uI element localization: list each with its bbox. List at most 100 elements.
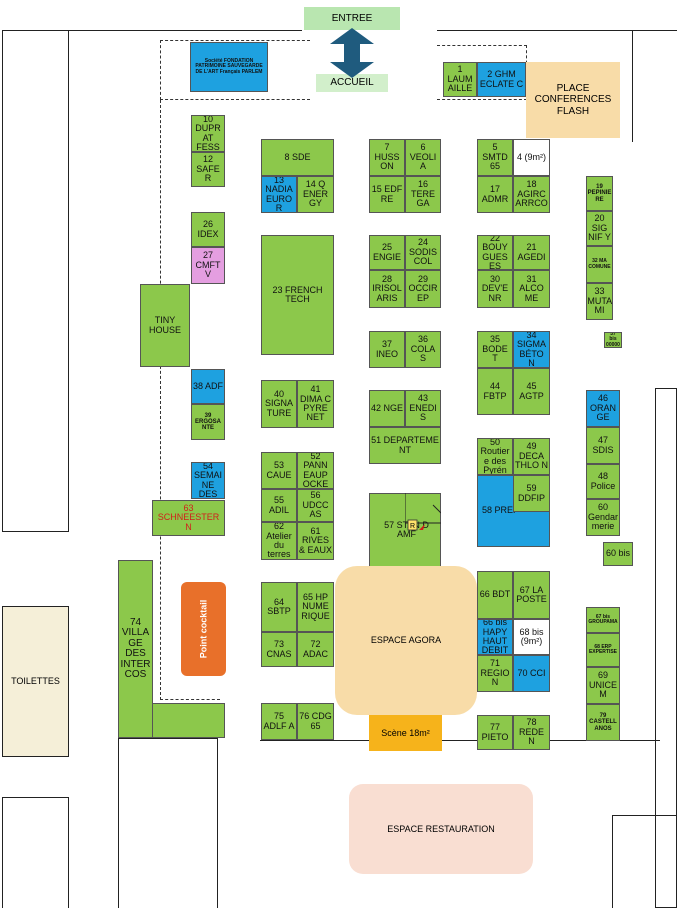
booth-61[interactable]: 61 RIVES & EAUX	[297, 522, 334, 560]
svg-text:R: R	[410, 523, 415, 530]
dashed-top-left	[160, 40, 310, 100]
booth-64[interactable]: 64 SBTP	[261, 582, 297, 632]
restauration-area[interactable]: ESPACE RESTAURATION	[349, 784, 533, 874]
booth-73[interactable]: 73 CNAS	[261, 632, 297, 667]
booth-23[interactable]: 23 FRENCH TECH	[261, 235, 334, 355]
booth-70[interactable]: 70 CCI	[513, 655, 550, 692]
booth-14[interactable]: 14 Q ENER GY	[297, 176, 334, 213]
booth-40[interactable]: 40 SIGNA TURE	[261, 380, 297, 428]
booth-26[interactable]: 26 IDEX	[191, 212, 225, 247]
booth-49[interactable]: 49 DECA THLO N	[513, 438, 550, 475]
booth-53[interactable]: 53 CAUE	[261, 452, 297, 489]
booth-6[interactable]: 6 VEOLI A	[405, 139, 441, 176]
booth-67[interactable]: 67 LA POSTE	[513, 571, 550, 619]
booth-68bis[interactable]: 68 bis (9m²)	[513, 619, 550, 655]
booth-71[interactable]: 71 REGIO N	[477, 655, 513, 692]
booth-tiny-house[interactable]: TINY HOUSE	[140, 284, 190, 367]
booth-74[interactable]: 74 VILLA GE DES INTER COS	[118, 560, 153, 738]
booth-24[interactable]: 24 SODIS COL	[405, 235, 441, 270]
booth-31[interactable]: 31 ALCO ME	[513, 270, 550, 308]
entrance-label[interactable]: ENTREE	[304, 7, 400, 30]
entrance-arrow-icon	[330, 28, 374, 78]
amf-logo-icon: R	[405, 493, 441, 531]
booth-78[interactable]: 78 REDE N	[513, 715, 550, 750]
booth-47[interactable]: 47 SDIS	[586, 427, 620, 464]
agora-area[interactable]: ESPACE AGORA	[335, 566, 477, 715]
booth-35[interactable]: 35 BODE T	[477, 331, 513, 368]
booth-18[interactable]: 18 AGIRC ARRCO	[513, 176, 550, 213]
booth-5[interactable]: 5 SMTD 65	[477, 139, 513, 176]
booth-62[interactable]: 62 Atelier du terres	[261, 522, 297, 560]
booth-56[interactable]: 56 UDCC AS	[297, 489, 334, 522]
booth-19[interactable]: 19 PEPINIE RE	[586, 176, 613, 211]
booth-7[interactable]: 7 HUSS ON	[369, 139, 405, 176]
lower-mid-wall	[118, 738, 218, 908]
scene-area[interactable]: Scène 18m²	[369, 715, 442, 751]
booth-69[interactable]: 69 UNICE M	[586, 667, 620, 704]
conferences-area[interactable]: PLACE CONFERENCES FLASH	[526, 62, 620, 138]
booth-77[interactable]: 77 PIETO	[477, 715, 513, 750]
booth-42[interactable]: 42 NGE	[369, 390, 405, 427]
booth-30[interactable]: 30 DEV'E NR	[477, 270, 513, 308]
booth-66[interactable]: 66 BDT	[477, 571, 513, 619]
booth-25[interactable]: 25 ENGIE	[369, 235, 405, 270]
booth-38[interactable]: 38 ADF	[191, 369, 225, 404]
accueil-label[interactable]: ACCUEIL	[316, 74, 388, 92]
booth-52[interactable]: 52 PANN EAUP OCKE	[297, 452, 334, 489]
booth-63[interactable]: 63 SCHNEESTER N	[152, 500, 225, 536]
booth-39[interactable]: 39 ERGOSA NTE	[191, 404, 225, 440]
booth-75[interactable]: 75 ADLF A	[261, 703, 297, 740]
booth-68[interactable]: 68 ERP EXPERTISE	[586, 633, 620, 667]
booth-36[interactable]: 36 COLA S	[405, 331, 441, 368]
booth-37bis[interactable]: 37 bis 00000	[604, 332, 622, 348]
booth-79[interactable]: 79 CASTELL ANOS	[586, 704, 620, 741]
booth-1[interactable]: 1 LAUM AILLE	[443, 62, 477, 97]
booth-17[interactable]: 17 ADMR	[477, 176, 513, 213]
booth-72[interactable]: 72 ADAC	[297, 632, 334, 667]
booth-76[interactable]: 76 CDG 65	[297, 703, 334, 740]
booth-55[interactable]: 55 ADIL	[261, 489, 297, 522]
booth-33[interactable]: 33 MUTA MI	[586, 283, 613, 320]
booth-29[interactable]: 29 OCCIR EP	[405, 270, 441, 308]
booth-50[interactable]: 50 Routier e des Pyrén	[477, 438, 513, 475]
booth-43[interactable]: 43 ENEDI S	[405, 390, 441, 427]
booth-51[interactable]: 51 DEPARTEME NT	[369, 427, 441, 464]
booth-2[interactable]: 2 GHM ECLATE C	[477, 62, 526, 97]
booth-46[interactable]: 46 ORAN GE	[586, 390, 620, 427]
booth-32[interactable]: 32 MA COMUNE	[586, 246, 613, 283]
booth-10[interactable]: 10 DUPR AT FESS	[191, 115, 225, 152]
booth-15[interactable]: 15 EDF RE	[369, 176, 405, 213]
booth-4[interactable]: 4 (9m²)	[513, 139, 550, 176]
booth-22[interactable]: 22 BOUY GUES ES	[477, 235, 513, 270]
booth-65[interactable]: 65 HP NUME RIQUE	[297, 582, 334, 632]
booth-28[interactable]: 28 IRISOL ARIS	[369, 270, 405, 308]
toilettes-area[interactable]: TOILETTES	[2, 606, 69, 757]
booth-67bis[interactable]: 67 bis GROUPAMA	[586, 607, 620, 633]
cocktail-label: Point cocktail	[198, 599, 209, 659]
booth-66bis[interactable]: 66 bis HAPY HAUT DEBIT	[477, 619, 513, 655]
booth-45[interactable]: 45 AGTP	[513, 368, 550, 415]
booth-37[interactable]: 37 INEO	[369, 331, 405, 368]
right-wall	[632, 30, 677, 142]
booth-20[interactable]: 20 SIG NIF Y	[586, 211, 613, 246]
booth-74-base	[152, 703, 225, 738]
inner-bottom-wall	[260, 740, 660, 760]
booth-60[interactable]: 60 Gendar merie	[586, 499, 620, 536]
left-column-wall	[2, 30, 69, 532]
booth-54[interactable]: 54 SEMAI NE DES	[191, 462, 225, 499]
booth-fondation[interactable]: Société FONDATION PATRIMOINE SAUVEGARDE …	[190, 42, 268, 92]
booth-16[interactable]: 16 TERE GA	[405, 176, 441, 213]
booth-60bis[interactable]: 60 bis	[603, 542, 633, 566]
booth-8[interactable]: 8 SDE	[261, 139, 334, 176]
booth-21[interactable]: 21 AGEDI	[513, 235, 550, 270]
booth-48[interactable]: 48 Police	[586, 464, 620, 499]
booth-44[interactable]: 44 FBTP	[477, 368, 513, 415]
booth-12[interactable]: 12 SAFE R	[191, 152, 225, 187]
booth-59[interactable]: 59 DDFIP	[513, 475, 550, 512]
booth-13[interactable]: 13 NADIA EURO R	[261, 176, 297, 213]
cocktail-point[interactable]: Point cocktail	[181, 582, 226, 676]
booth-27[interactable]: 27 CMFT V	[191, 247, 225, 284]
booth-34[interactable]: 34 SIGMA BÉTO N	[513, 331, 550, 368]
booth-41[interactable]: 41 DIMA C PYRE NET	[297, 380, 334, 428]
